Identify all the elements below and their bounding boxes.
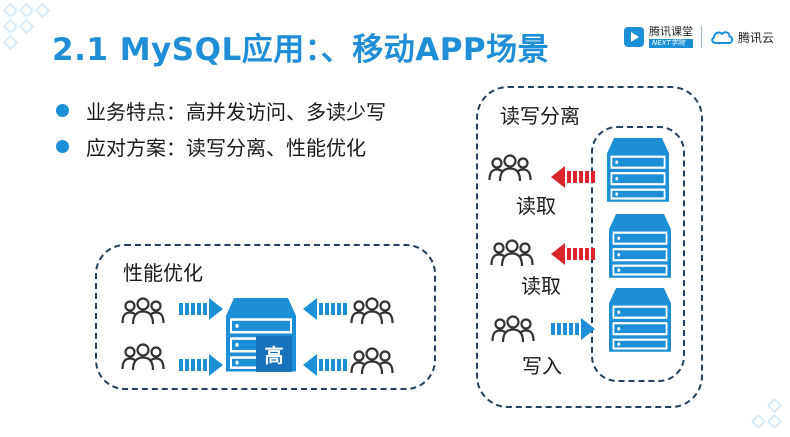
server-stack-icon [609, 288, 671, 354]
page-title: 2.1 MySQL应用：、移动APP场景 [52, 32, 550, 68]
bullet-dot-icon [56, 103, 69, 117]
users-icon [350, 346, 394, 376]
tencent-classroom-logo: 腾讯课堂 NEXT学院 [623, 26, 693, 48]
brand-logos: 腾讯课堂 NEXT学院 腾讯云 [623, 22, 774, 52]
performance-optimization-group [95, 244, 436, 390]
server-stack-icon [609, 214, 671, 280]
brand-ketang-sub: NEXT学院 [649, 39, 693, 48]
corner-pattern-top-left [3, 3, 50, 50]
striped-arrow-icon [179, 298, 223, 320]
corner-pattern-bottom-right [751, 398, 782, 429]
bullet-item: 业务特点：高并发访问、多读少写 [56, 92, 386, 128]
bullet-item: 应对方案：读写分离、性能优化 [56, 128, 386, 164]
users-icon [121, 296, 165, 326]
bullet-dot-icon [56, 139, 69, 153]
users-icon [488, 153, 532, 183]
striped-arrow-icon [303, 354, 347, 376]
read-write-label: 读写分离 [500, 104, 580, 128]
striped-arrow-icon [551, 243, 595, 265]
read-write-separation-group [476, 86, 703, 408]
bullet-text: 业务特点：高并发访问、多读少写 [86, 99, 386, 124]
play-logo-icon [624, 27, 644, 47]
bullet-list: 业务特点：高并发访问、多读少写 应对方案：读写分离、性能优化 [56, 92, 386, 164]
read-label: 读取 [521, 274, 561, 298]
users-icon [491, 314, 535, 344]
cloud-logo-icon [711, 31, 734, 44]
bullet-text: 应对方案：读写分离、性能优化 [86, 135, 366, 160]
brand-cloud-name: 腾讯云 [738, 30, 775, 45]
brand-divider [701, 26, 702, 48]
server-badge: 高 [256, 336, 292, 372]
striped-arrow-icon [551, 166, 595, 188]
users-icon [350, 296, 394, 326]
users-icon [490, 238, 534, 268]
striped-arrow-icon [179, 354, 223, 376]
users-icon [121, 342, 165, 372]
read-label: 读取 [516, 194, 556, 218]
tencent-cloud-logo: 腾讯云 [710, 28, 774, 46]
striped-arrow-icon [551, 318, 595, 340]
brand-ketang-name: 腾讯课堂 [649, 25, 693, 38]
striped-arrow-icon [303, 298, 347, 320]
write-label: 写入 [522, 354, 562, 378]
server-stack-icon [607, 138, 669, 204]
performance-label: 性能优化 [123, 261, 203, 285]
